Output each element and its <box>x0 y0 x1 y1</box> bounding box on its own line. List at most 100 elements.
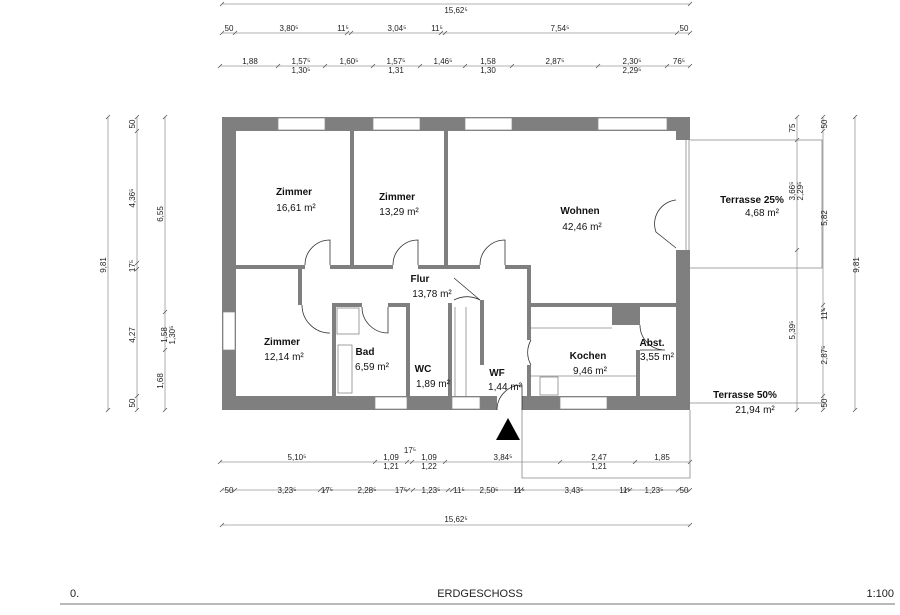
room-area: 9,46 m² <box>573 366 608 377</box>
dimension-tick <box>162 407 168 413</box>
dim-label: 2,29⁵ <box>623 66 642 75</box>
dimension-tick <box>820 114 826 120</box>
room-name: Terrasse 50% <box>713 390 777 401</box>
room-name: Zimmer <box>379 192 415 203</box>
dim-label: 2,28⁵ <box>358 486 377 495</box>
dimension-tick <box>794 407 800 413</box>
room-area: 12,14 m² <box>264 352 304 363</box>
dimension-tick <box>134 266 140 272</box>
dim-label: 6,55 <box>156 206 165 222</box>
drawing-title: ERDGESCHOSS <box>437 588 523 600</box>
room-area: 3,55 m² <box>640 352 675 363</box>
dimension-tick <box>687 522 693 528</box>
dim-label: 17⁵ <box>404 446 416 455</box>
dim-label: 2,30⁵ <box>623 57 642 66</box>
room-area: 13,29 m² <box>379 207 419 218</box>
dimension-tick <box>409 459 415 465</box>
dimension-tick <box>442 30 448 36</box>
dim-label: 15,62⁵ <box>444 515 467 524</box>
dim-label: 11⁵ <box>337 24 349 33</box>
level-number: 0. <box>70 588 79 600</box>
dimension-labels: 15,62⁵ 50 3,80⁵ 11⁵ 3,04⁵ 11⁵ 7,54⁵ 50 1… <box>99 6 861 524</box>
dim-label: 1,09 <box>383 453 399 462</box>
dim-label: 50 <box>128 398 137 407</box>
dimension-tick <box>348 30 354 36</box>
dim-label: 1,21 <box>591 462 607 471</box>
room-name: Flur <box>411 274 430 285</box>
dim-label: 1,23⁵ <box>422 486 441 495</box>
room-labels: Zimmer 16,61 m² Zimmer 13,29 m² Wohnen 4… <box>264 187 784 416</box>
entrance-arrow-icon <box>496 418 520 440</box>
dimension-tick <box>462 63 468 69</box>
dim-label: 4,36⁵ <box>128 189 137 208</box>
dim-label: 3,04⁵ <box>388 24 407 33</box>
dim-label: 11⁵ <box>619 486 631 495</box>
room-name: Zimmer <box>276 187 312 198</box>
dim-label: 17⁵ <box>321 486 333 495</box>
dimension-tick <box>417 63 423 69</box>
dimension-tick <box>372 459 378 465</box>
room-name: Bad <box>356 347 375 358</box>
dim-label: 9,81 <box>99 257 108 273</box>
dimension-tick <box>820 307 826 313</box>
walls <box>222 117 690 410</box>
dim-label: 76⁵ <box>673 57 685 66</box>
dimension-tick <box>595 63 601 69</box>
room-name: Zimmer <box>264 337 300 348</box>
dimension-tick <box>219 1 225 7</box>
room-area: 6,59 m² <box>355 362 390 373</box>
room-name: Wohnen <box>560 206 599 217</box>
dimension-tick <box>219 487 225 493</box>
dimension-tick <box>627 487 633 493</box>
dimension-tick <box>217 459 223 465</box>
windows <box>222 117 668 410</box>
dimension-tick <box>820 128 826 134</box>
room-name: Kochen <box>570 351 607 362</box>
dim-label: 3,23⁵ <box>278 486 297 495</box>
room-area: 4,68 m² <box>745 208 780 219</box>
dimension-tick <box>557 459 563 465</box>
dim-label: 1,58 <box>160 327 169 343</box>
room-name: Terrasse 25% <box>720 195 784 206</box>
dim-label: 1,30 <box>480 66 496 75</box>
dimension-tick <box>404 459 410 465</box>
room-area: 21,94 m² <box>735 405 775 416</box>
dimension-tick <box>134 128 140 134</box>
drawing-scale: 1:100 <box>866 588 894 600</box>
dim-label: 1,23⁵ <box>645 486 664 495</box>
room-name: Abst. <box>640 338 665 349</box>
dimension-tick <box>370 63 376 69</box>
dim-label: 1,21 <box>383 462 399 471</box>
dimension-tick <box>322 63 328 69</box>
dimension-tick <box>852 114 858 120</box>
dim-label: 50 <box>680 24 689 33</box>
dimension-tick <box>675 487 681 493</box>
dim-label-top-total: 15,62⁵ <box>444 6 467 15</box>
dimension-tick <box>442 459 448 465</box>
dim-label: 1,57⁵ <box>387 57 406 66</box>
room-area: 42,46 m² <box>562 222 602 233</box>
dim-label: 3,43⁵ <box>565 486 584 495</box>
dimension-tick <box>687 30 693 36</box>
dimension-tick <box>687 63 693 69</box>
dim-label: 50 <box>820 398 829 407</box>
dimension-tick <box>820 407 826 413</box>
dimension-tick <box>232 487 238 493</box>
dim-label: 17⁵ <box>395 486 407 495</box>
dim-label: 5,39⁵ <box>788 321 797 340</box>
dim-label: 9,81 <box>852 257 861 273</box>
dim-label: 50 <box>820 119 829 128</box>
dim-label: 75 <box>788 123 797 132</box>
dim-label: 1,88 <box>242 57 258 66</box>
dimension-tick <box>518 487 524 493</box>
dimension-tick <box>445 487 451 493</box>
dim-label: 1,85 <box>654 453 670 462</box>
dimension-tick <box>134 393 140 399</box>
dim-label: 1,09 <box>421 453 437 462</box>
dim-label: 4,27 <box>128 327 137 343</box>
dimension-tick <box>794 247 800 253</box>
dimension-tick <box>219 522 225 528</box>
dim-label: 2,50⁵ <box>480 486 499 495</box>
dim-label: 2,47 <box>591 453 607 462</box>
dim-label: 2,87⁵ <box>546 57 565 66</box>
